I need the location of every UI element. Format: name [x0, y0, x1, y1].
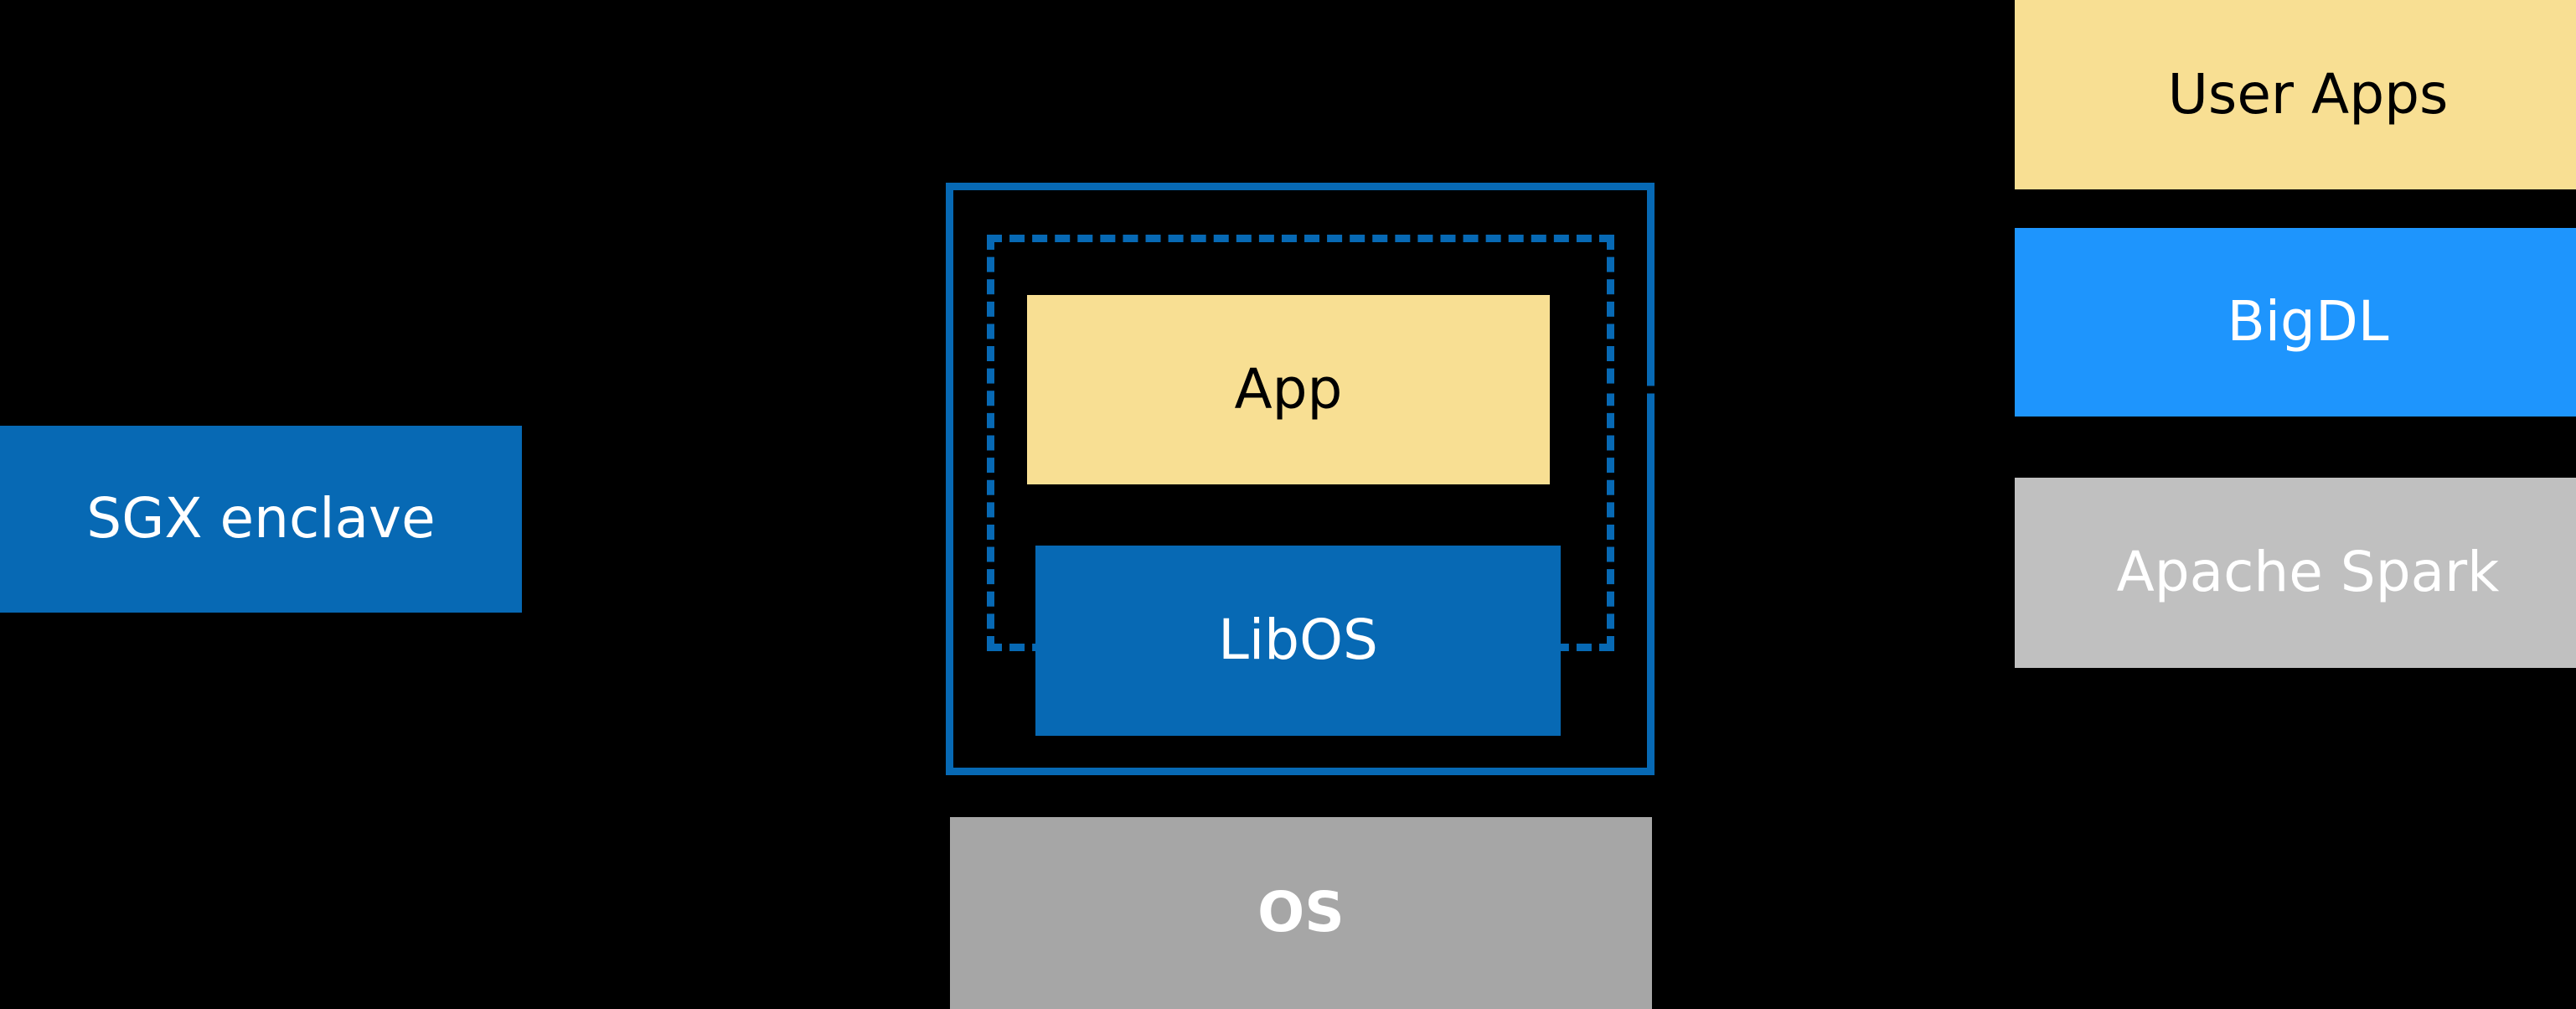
bigdl-box[interactable]: BigDL [2015, 228, 2576, 417]
app-box[interactable]: App [1027, 295, 1550, 484]
sgx-enclave-label: SGX enclave [86, 486, 436, 551]
libos-box[interactable]: LibOS [1035, 546, 1561, 736]
apache-spark-box[interactable]: Apache Spark [2015, 478, 2576, 668]
stack-to-enclave-connector [1655, 432, 2015, 541]
sgx-enclave-box[interactable]: SGX enclave [0, 426, 522, 613]
os-label: OS [1257, 880, 1345, 945]
app-label: App [1234, 356, 1343, 422]
os-box[interactable]: OS [950, 817, 1652, 1009]
sgx-enclave-connector [536, 475, 946, 528]
enclave-solid-outline [946, 183, 1655, 775]
bigdl-label: BigDL [2227, 289, 2389, 354]
user-apps-label: User Apps [2167, 61, 2449, 127]
apache-spark-label: Apache Spark [2116, 540, 2500, 605]
libos-label: LibOS [1218, 608, 1378, 673]
user-apps-box[interactable]: User Apps [2015, 0, 2576, 189]
